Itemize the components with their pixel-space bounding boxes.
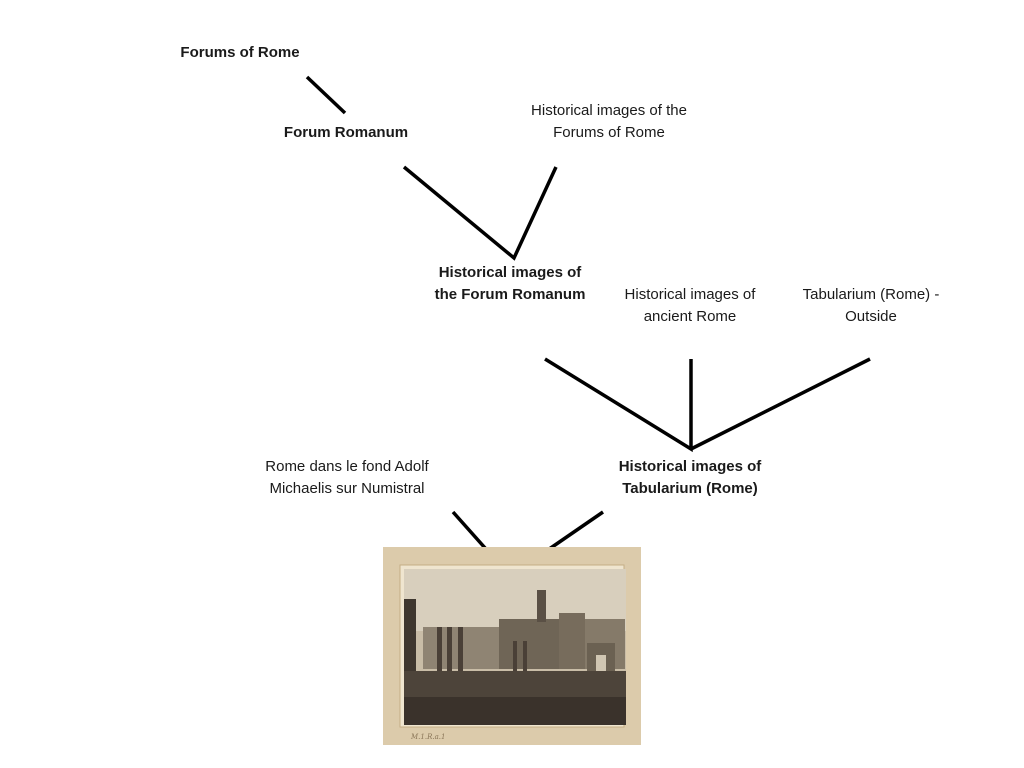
node-tabularium-outside: Tabularium (Rome) - Outside [802, 286, 940, 325]
edge-hist-forum-romanum-to-hist-tabularium [544, 357, 693, 453]
node-forum-romanum: Forum Romanum [283, 124, 409, 141]
node-rome-fond-michaelis: Rome dans le fond Adolf Michaelis sur Nu… [265, 458, 429, 497]
edge-tabularium-outside-to-hist-tabularium [690, 357, 871, 451]
tabularium-photograph: M.1.R.a.1 [383, 547, 641, 745]
node-forums-of-rome: Forums of Rome [180, 44, 300, 61]
node-historical-images-forum-romanum: Historical images of the Forum Romanum [434, 264, 586, 303]
node-historical-images-ancient-rome: Historical images of ancient Rome [624, 286, 756, 325]
node-historical-images-tabularium: Historical images of Tabularium (Rome) [618, 458, 762, 497]
node-historical-images-forums-of-rome: Historical images of the Forums of Rome [531, 102, 687, 141]
sepia-photograph-roman-forum-icon: M.1.R.a.1 [383, 547, 641, 745]
photo-caption: M.1.R.a.1 [410, 733, 445, 741]
edge-forums-of-rome-to-forum-romanum [305, 75, 347, 115]
edge-forum-romanum-to-hist-forum-romanum [402, 165, 558, 261]
